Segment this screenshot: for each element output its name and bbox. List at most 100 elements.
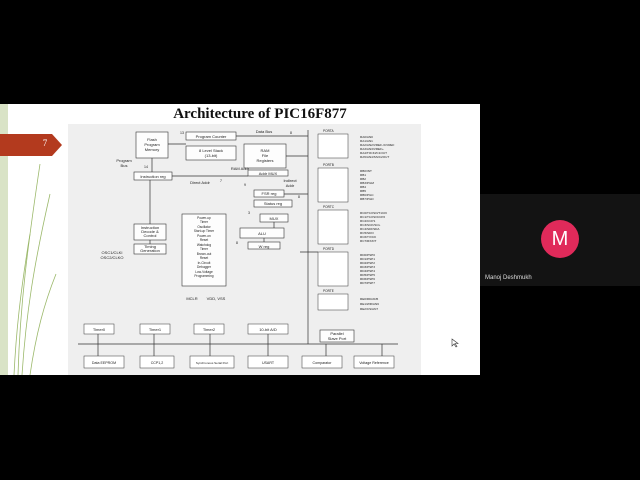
pin-label: RB6/PGC: [360, 193, 374, 197]
pin-label: RB1: [360, 173, 366, 177]
pin-label: RD0/PSP0: [360, 253, 375, 257]
timers-label-4: Start-up Timer: [194, 229, 215, 233]
pin-label: RB4: [360, 185, 366, 189]
peripheral-label: Synchronous Serial Port: [196, 361, 229, 365]
flash-label-3: Memory: [145, 147, 159, 152]
timing-generation-label-1: Timing: [144, 244, 156, 249]
mclr-label: MCLR: [186, 296, 197, 301]
architecture-diagram: Flash Program Memory Program Counter 8 L…: [68, 124, 421, 375]
pin-label: RB7/PGD: [360, 197, 374, 201]
pin-label: RC4/SDI/SDA: [360, 227, 380, 231]
stack-block: [185, 145, 237, 161]
data-bus-label: Data Bus: [256, 129, 272, 134]
fsr-reg-label: FSR reg: [262, 191, 277, 196]
timers-label-6: Reset: [200, 238, 208, 242]
mux-label: MUX: [270, 216, 279, 221]
pin-label: RD1/PSP1: [360, 257, 375, 261]
port-name: PORTA: [323, 129, 335, 133]
instruction-decode-label-1: Instruction: [141, 225, 159, 230]
pin-label: RA1/AN1: [360, 139, 373, 143]
status-reg-label: Status reg: [264, 201, 282, 206]
instruction-reg-label: Instruction reg: [140, 174, 165, 179]
ram-label-2: File: [262, 153, 269, 158]
osc-label-1: OSC1/CLKI: [102, 250, 123, 255]
ram-addr-label: RAM Addr: [231, 166, 250, 171]
timers-label-13: Low-Voltage: [195, 270, 213, 274]
peripheral-label: Voltage Reference: [359, 361, 389, 365]
stack-label-2: (13-bit): [205, 153, 218, 158]
ram-label-3: Registers: [257, 158, 274, 163]
instruction-decode-label-3: Control: [144, 233, 157, 238]
addr-mux-block: [247, 169, 289, 177]
bus-width-6: 3: [248, 211, 250, 215]
program-counter-label: Program Counter: [196, 134, 227, 139]
ram-label-1: RAM: [261, 148, 270, 153]
parallel-slave-port-label-2: Slave Port: [328, 336, 347, 341]
timers-label-11: In-Circuit: [198, 261, 211, 265]
pin-label: RB0/INT: [360, 169, 372, 173]
parallel-slave-port-block: [319, 329, 355, 343]
pin-label: RB3/PGM: [360, 181, 374, 185]
slide-title: Architecture of PIC16F877: [173, 106, 347, 122]
port-name: PORTD: [323, 247, 335, 251]
timers-label-2: Timer: [200, 220, 209, 224]
timers-label-10: Reset: [200, 256, 208, 260]
indirect-addr-label-2: Addr: [286, 183, 295, 188]
flash-memory-block: [135, 131, 169, 159]
pin-label: RD6/PSP6: [360, 277, 375, 281]
timers-label-7: Watchdog: [197, 243, 211, 247]
timers-label-1: Power-up: [197, 216, 211, 220]
pin-label: RC5/SDO: [360, 231, 374, 235]
pin-label: RD3/PSP3: [360, 265, 375, 269]
pin-label: RC6/TX/CK: [360, 235, 377, 239]
mouse-cursor-icon: [451, 338, 459, 348]
bus-width-2: 8: [290, 131, 292, 135]
peripheral-label: Timer1: [149, 327, 162, 332]
peripheral-label: Data EEPROM: [92, 361, 116, 365]
alu-block: [239, 227, 285, 239]
pin-label: RC3/SCK/SCL: [360, 223, 381, 227]
indirect-addr-label-1: Indirect: [283, 178, 297, 183]
pin-label: RE0/RD/AN5: [360, 297, 379, 301]
peripheral-label: USART: [262, 361, 275, 365]
instruction-decode-label-2: Decode &: [141, 229, 159, 234]
slide-number: 7: [42, 138, 48, 148]
timers-block: [181, 213, 227, 287]
peripheral-label: Comparator: [313, 361, 333, 365]
program-bus-label-2: Bus: [121, 163, 128, 168]
ram-block: [243, 143, 287, 169]
direct-addr-label: Direct Addr: [190, 180, 210, 185]
pin-label: RA2/AN2/VREF-/CVREF: [360, 143, 394, 147]
pin-label: RD7/PSP7: [360, 281, 375, 285]
stack-label-1: 8 Level Stack: [199, 148, 223, 153]
fsr-reg-block: [253, 189, 285, 198]
pin-label: RC0/T1OSO/T1CKI: [360, 211, 387, 215]
shared-slide: 7 Architecture of PIC16F877: [0, 104, 480, 375]
program-bus-label-1: Program: [116, 158, 132, 163]
osc-label-2: OSC2/CLKO: [101, 255, 124, 260]
parallel-slave-port-label-1: Parallel: [330, 331, 343, 336]
status-reg-block: [253, 199, 293, 208]
timers-label-5: Power-on: [197, 234, 211, 238]
flash-label-1: Flash: [147, 137, 157, 142]
slide-side-strip: [0, 104, 8, 375]
pin-label: RA3/AN3/VREF+: [360, 147, 384, 151]
pin-label: RD4/PSP4: [360, 269, 375, 273]
w-reg-label: W reg: [259, 244, 270, 249]
timers-label-8: Timer: [200, 247, 209, 251]
pin-label: RE1/WR/AN6: [360, 302, 379, 306]
bus-width-8: 9: [244, 183, 246, 187]
participant-name: Manoj Deshmukh: [485, 275, 532, 281]
timers-label-14: Programming: [194, 274, 213, 278]
participant-avatar: M: [541, 220, 579, 258]
pin-label: RD5/PSP5: [360, 273, 375, 277]
addr-mux-label: Addr MUX: [259, 171, 278, 176]
pin-label: RC2/CCP1: [360, 219, 376, 223]
timers-label-9: Brown-out: [197, 252, 212, 256]
port-name: PORTE: [323, 289, 334, 293]
bus-width-5: 8: [298, 195, 300, 199]
slide-decoration: [13, 163, 57, 375]
port-name: PORTB: [323, 163, 334, 167]
bus-width-1: 13: [180, 131, 184, 135]
